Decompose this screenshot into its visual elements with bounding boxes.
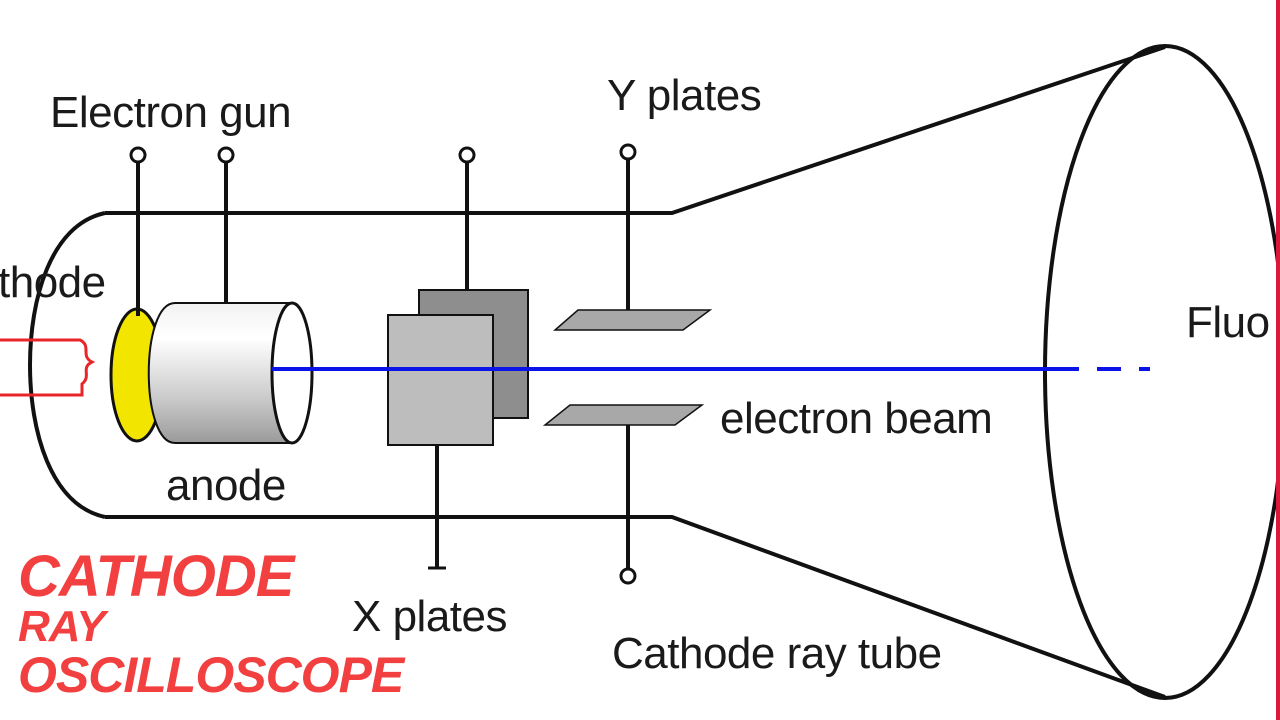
y-plate-bottom: [542, 404, 705, 426]
fluorescent-screen: [1043, 44, 1280, 700]
anode-opening: [270, 301, 314, 445]
cathode-ray-tube-label: Cathode ray tube: [612, 629, 942, 678]
right-edge-bar: [1276, 0, 1280, 720]
cathode-label: thode: [0, 258, 106, 307]
x-plates-label: X plates: [352, 592, 507, 641]
anode-label: anode: [166, 461, 286, 510]
electron-gun-label: Electron gun: [50, 88, 292, 137]
x-plate-top-terminal: [458, 146, 476, 164]
electron-beam-label: electron beam: [720, 394, 993, 443]
x-plate-front: [387, 314, 494, 446]
title-line-1: CATHODE: [18, 544, 294, 609]
y-plate-top: [552, 309, 713, 331]
tube-outline: [105, 45, 1166, 699]
y-plate-top-terminal: [619, 143, 637, 161]
tube-left-cap: [27, 211, 106, 519]
cathode-terminal: [129, 146, 147, 164]
fluorescent-screen-label: Fluo: [1186, 298, 1270, 347]
heater-coil: [0, 338, 96, 397]
y-plates-label: Y plates: [607, 71, 762, 120]
title-line-2: RAY: [18, 602, 106, 651]
anode-cylinder: [147, 302, 293, 444]
y-plate-bottom-terminal: [619, 567, 637, 585]
title-line-3: OSCILLOSCOPE: [18, 647, 404, 703]
anode-terminal: [217, 146, 235, 164]
